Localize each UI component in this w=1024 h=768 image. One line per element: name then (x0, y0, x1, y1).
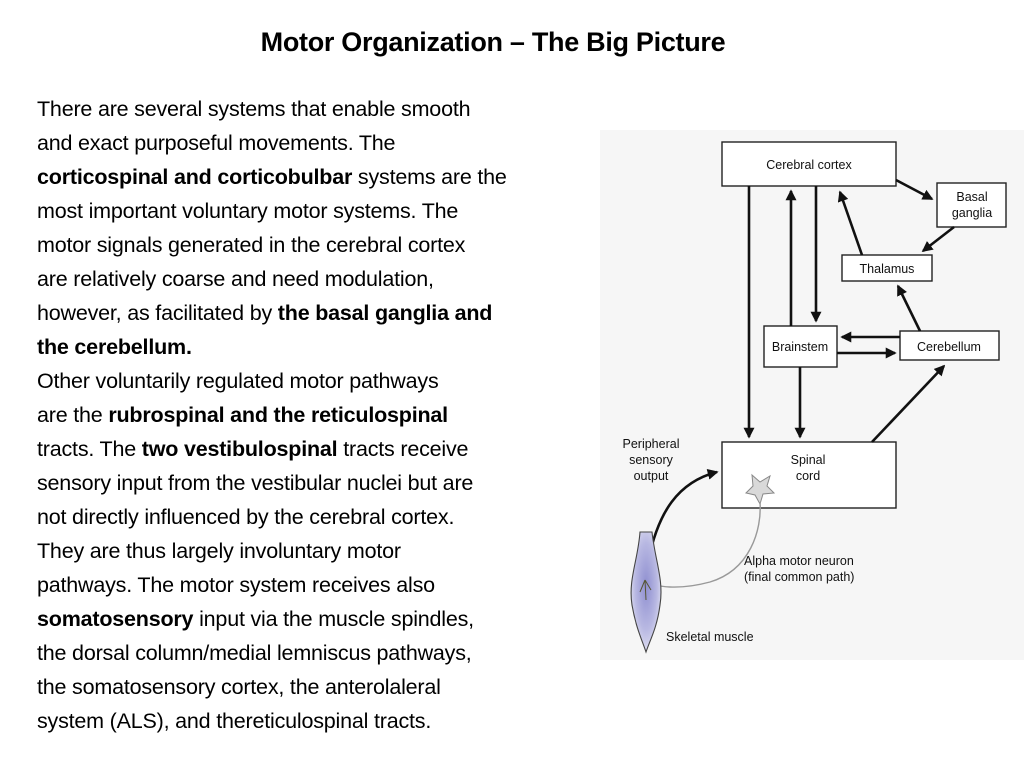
brainstem-label: Brainstem (772, 340, 828, 354)
text-line: the dorsal column/medial lemniscus pathw… (37, 641, 472, 665)
cerebral-cortex-box (721, 141, 897, 187)
arrow-spinal-to-cerebellum (871, 364, 946, 443)
text-line: pathways. The motor system receives also (37, 573, 435, 597)
diagram-svg: Cerebral cortex Basal ganglia Thalamus B… (623, 141, 1007, 654)
arrow-cortex-to-basal-ganglia (895, 178, 934, 201)
arrow-peripheral-to-spinal (646, 469, 719, 563)
spinal-cord-label-2: cord (796, 469, 820, 483)
spinal-cord-box (721, 441, 897, 509)
text-line: however, as facilitated by the basal gan… (37, 301, 493, 325)
text-line: are relatively coarse and need modulatio… (37, 267, 434, 291)
thalamus-label: Thalamus (860, 262, 915, 276)
text-line: system (ALS), and thereticulospinal trac… (37, 709, 432, 733)
peripheral-label-3: output (634, 469, 669, 483)
arrow-thalamus-to-cortex (837, 190, 864, 256)
text-line: somatosensory input via the muscle spind… (37, 607, 474, 631)
text-line: the cerebellum. (37, 335, 192, 359)
body-text: There are several systems that enable sm… (37, 92, 597, 738)
arrow-cerebellum-to-thalamus (896, 284, 922, 332)
text-line: Other voluntarily regulated motor pathwa… (37, 369, 439, 393)
slide-title: Motor Organization – The Big Picture (260, 27, 726, 57)
cerebral-cortex-label: Cerebral cortex (766, 158, 852, 172)
alpha-motor-neuron-label-1: Alpha motor neuron (744, 554, 854, 568)
peripheral-label-1: Peripheral (623, 437, 680, 451)
cerebellum-label: Cerebellum (917, 340, 981, 354)
text-line: not directly influenced by the cerebral … (37, 505, 455, 529)
basal-ganglia-label-2: ganglia (952, 206, 992, 220)
text-line: They are thus largely involuntary motor (37, 539, 401, 563)
alpha-motor-neuron (745, 473, 776, 506)
text-line: are the rubrospinal and the reticulospin… (37, 403, 448, 427)
text-line: There are several systems that enable sm… (37, 97, 471, 121)
muscle-nerve-ending (639, 579, 652, 601)
text-line: most important voluntary motor systems. … (37, 199, 459, 223)
spinal-cord-label-1: Spinal (791, 453, 826, 467)
peripheral-label-2: sensory (629, 453, 674, 467)
text-line: sensory input from the vestibular nuclei… (37, 471, 474, 495)
arrow-basal-ganglia-to-thalamus (921, 225, 955, 253)
motor-system-diagram: Cerebral cortex Basal ganglia Thalamus B… (600, 130, 1024, 660)
skeletal-muscle-label: Skeletal muscle (666, 630, 754, 644)
text-line: and exact purposeful movements. The (37, 131, 396, 155)
brainstem-box (763, 325, 838, 368)
text-line: motor signals generated in the cerebral … (37, 233, 466, 257)
text-line: tracts. The two vestibulospinal tracts r… (37, 437, 469, 461)
alpha-motor-neuron-label-2: (final common path) (744, 570, 854, 584)
text-line: corticospinal and corticobulbar systems … (37, 165, 507, 189)
cerebellum-box (899, 330, 1000, 361)
basal-ganglia-box (936, 182, 1007, 228)
text-line: the somatosensory cortex, the anterolale… (37, 675, 441, 699)
basal-ganglia-label-1: Basal (956, 190, 987, 204)
thalamus-box (841, 254, 933, 282)
